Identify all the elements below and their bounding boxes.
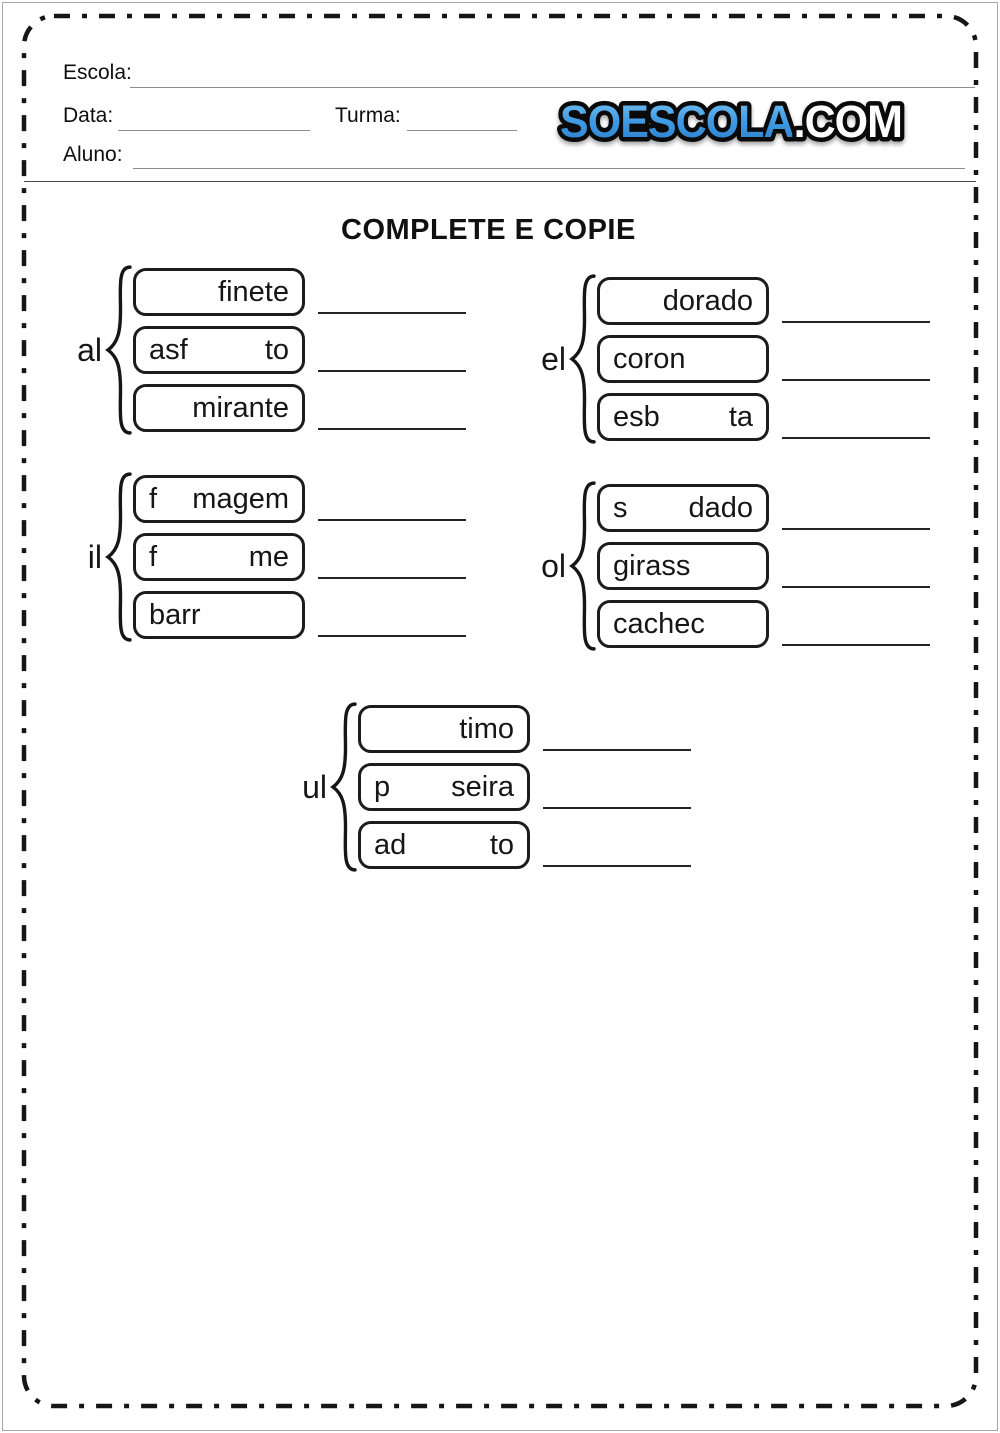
word-row: coron [597,335,930,383]
group-label-ul: ul [302,769,327,805]
word-part-left: f [149,540,158,573]
word-part-right: dado [688,491,753,524]
answer-line[interactable] [543,807,691,809]
escola-field-line[interactable] [130,87,975,88]
word-part-right: finete [218,275,289,308]
aluno-label: Aluno: [63,143,123,166]
data-label: Data: [63,104,114,127]
answer-line[interactable] [543,749,691,751]
answer-line[interactable] [782,437,930,439]
group-label-al: al [77,332,102,368]
aluno-field-line[interactable] [133,168,965,169]
word-part-right: timo [459,712,514,745]
word-part-right: dorado [662,284,753,317]
turma-label: Turma: [335,104,401,127]
word-group-ol: ol s dado girass cachec [530,479,930,653]
answer-line[interactable] [318,428,466,430]
word-part-left: s [613,491,628,524]
word-part-left: barr [149,598,201,631]
word-box[interactable]: f magem [133,475,305,523]
word-group-al: al finete asf to m [66,263,466,437]
answer-line[interactable] [318,635,466,637]
answer-line[interactable] [318,519,466,521]
answer-line[interactable] [318,312,466,314]
answer-line[interactable] [318,577,466,579]
escola-label: Escola: [63,61,132,84]
word-box[interactable]: asf to [133,326,305,374]
word-box[interactable]: coron [597,335,769,383]
answer-line[interactable] [782,379,930,381]
word-part-left: f [149,482,158,515]
word-row: s dado [597,484,930,532]
word-part-left: esb [613,400,660,433]
word-box[interactable]: timo [358,705,530,753]
word-part-left: ad [374,828,407,861]
word-box[interactable]: cachec [597,600,769,648]
word-box[interactable]: barr [133,591,305,639]
answer-line[interactable] [543,865,691,867]
brace-icon [569,274,596,444]
word-part-left: girass [613,549,691,582]
word-part-right: magem [192,482,289,515]
word-row: ad to [358,821,691,869]
word-part-left: cachec [613,607,705,640]
word-part-right: me [248,540,289,573]
header-separator-line [24,181,976,182]
word-part-right: to [264,333,289,366]
word-row: dorado [597,277,930,325]
word-box[interactable]: mirante [133,384,305,432]
logo-text-suffix: .COM [794,96,902,147]
word-box[interactable]: finete [133,268,305,316]
answer-line[interactable] [782,586,930,588]
word-part-right: ta [728,400,753,433]
word-group-il: il f magem f me barr [66,470,466,644]
word-row: f magem [133,475,466,523]
brace-icon [105,472,132,642]
turma-field-line[interactable] [407,130,517,131]
word-row: barr [133,591,466,639]
brace-icon [105,265,132,435]
word-row: timo [358,705,691,753]
word-part-left: coron [613,342,686,375]
word-box[interactable]: esb ta [597,393,769,441]
word-row: esb ta [597,393,930,441]
brace-icon [330,702,357,872]
word-box[interactable]: girass [597,542,769,590]
answer-line[interactable] [782,528,930,530]
word-group-ul: ul timo p seira ad [291,700,691,874]
answer-line[interactable] [782,644,930,646]
page-title: COMPLETE E COPIE [341,214,636,246]
answer-line[interactable] [782,321,930,323]
word-box[interactable]: dorado [597,277,769,325]
logo-text-main: SOESCOLA [560,96,794,147]
word-group-el: el dorado coron esb [530,272,930,446]
word-part-right: seira [451,770,514,803]
brace-icon [569,481,596,651]
word-row: asf to [133,326,466,374]
answer-line[interactable] [318,370,466,372]
word-row: mirante [133,384,466,432]
soescola-logo: SOESCOLA.COM [556,92,908,157]
group-label-il: il [87,539,102,575]
group-label-el: el [541,341,566,377]
word-row: p seira [358,763,691,811]
word-part-right: to [489,828,514,861]
word-part-right: mirante [192,391,289,424]
word-box[interactable]: s dado [597,484,769,532]
word-part-left: asf [149,333,188,366]
group-label-ol: ol [541,548,566,584]
word-box[interactable]: f me [133,533,305,581]
word-row: f me [133,533,466,581]
data-field-line[interactable] [118,130,310,131]
word-box[interactable]: p seira [358,763,530,811]
word-box[interactable]: ad to [358,821,530,869]
word-row: girass [597,542,930,590]
word-part-left: p [374,770,391,803]
word-row: finete [133,268,466,316]
word-row: cachec [597,600,930,648]
svg-text:SOESCOLA.COM: SOESCOLA.COM [560,96,902,147]
